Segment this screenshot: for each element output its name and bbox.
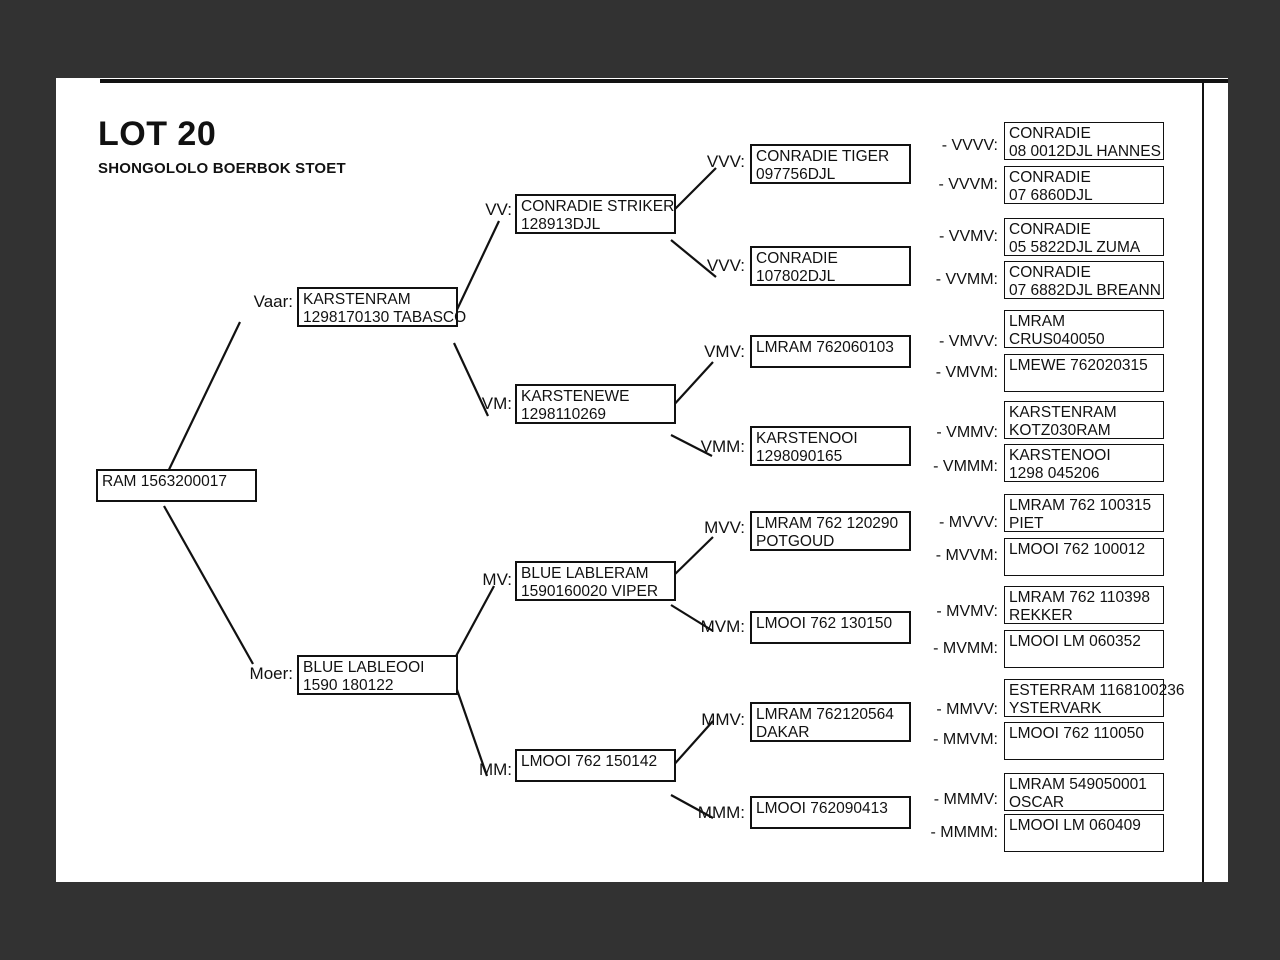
node-vvvm[interactable]: CONRADIE 07 6860DJL	[1004, 166, 1164, 204]
tag-mvm: MVM:	[700, 617, 745, 636]
node-mvmm[interactable]: LMOOI LM 060352	[1004, 630, 1164, 668]
node-mvmv[interactable]: LMRAM 762 110398 REKKER	[1004, 586, 1164, 624]
pedigree-page: LOT 20 SHONGOLOLO BOERBOK STOET RAM 1563…	[56, 78, 1228, 882]
node-mvv[interactable]: LMRAM 762 120290 POTGOUD	[750, 511, 911, 551]
node-root[interactable]: RAM 1563200017	[96, 469, 257, 502]
tag-vmmv: - VMMV:	[936, 424, 998, 441]
node-vvvv[interactable]: CONRADIE 08 0012DJL HANNES	[1004, 122, 1164, 160]
tag-vmvv: - VMVV:	[939, 333, 998, 350]
page-top-rule	[100, 79, 1228, 83]
node-vmmm[interactable]: KARSTENOOI 1298 045206	[1004, 444, 1164, 482]
node-mmvv[interactable]: ESTERRAM 1168100236 YSTERVARK	[1004, 679, 1184, 717]
node-mvvv[interactable]: LMRAM 762 100315 PIET	[1004, 494, 1164, 532]
tag-mvvm: - MVVM:	[935, 547, 998, 564]
node-mv[interactable]: BLUE LABLERAM 1590160020 VIPER	[515, 561, 676, 601]
node-mvm[interactable]: LMOOI 762 130150	[750, 611, 911, 644]
tag-mmmm: - MMMM:	[930, 824, 998, 841]
node-mm[interactable]: LMOOI 762 150142	[515, 749, 676, 782]
tag-mmmv: - MMMV:	[933, 791, 998, 808]
node-vvv[interactable]: CONRADIE TIGER 097756DJL	[750, 144, 911, 184]
tag-vmv: VMV:	[704, 342, 745, 361]
tag-vvv: VVV:	[706, 152, 745, 171]
tag-vv: VV:	[485, 200, 512, 219]
node-vmmv[interactable]: KARSTENRAM KOTZ030RAM	[1004, 401, 1164, 439]
node-vmv[interactable]: LMRAM 762060103	[750, 335, 911, 368]
tag-mvv: MVV:	[704, 518, 745, 537]
node-vmvv[interactable]: LMRAM CRUS040050	[1004, 310, 1164, 348]
tag-vvvv: - VVVV:	[941, 137, 998, 154]
node-vvmv[interactable]: CONRADIE 05 5822DJL ZUMA	[1004, 218, 1164, 256]
tag-mm: MM:	[478, 760, 512, 779]
node-sire[interactable]: KARSTENRAM 1298170130 TABASCO	[297, 287, 466, 327]
tag-mmm: MMM:	[697, 803, 745, 822]
tag-mvmv: - MVMV:	[936, 603, 998, 620]
tag-vvmv: - VVMV:	[939, 228, 998, 245]
node-dam[interactable]: BLUE LABLEOOI 1590 180122	[297, 655, 458, 695]
tag-vmmm: - VMMM:	[933, 458, 998, 475]
tag-mv: MV:	[482, 570, 512, 589]
tag-vmvm: - VMVM:	[935, 364, 998, 381]
tag-vvvm: - VVVM:	[938, 176, 998, 193]
tag-vvmm: - VVMM:	[935, 271, 998, 288]
node-vv[interactable]: CONRADIE STRIKER 128913DJL	[515, 194, 676, 234]
tag-mmvm: - MMVM:	[933, 731, 998, 748]
tag-mmvv: - MMVV:	[936, 701, 998, 718]
node-vvmm[interactable]: CONRADIE 07 6882DJL BREANN	[1004, 261, 1164, 299]
tag-mvvv: - MVVV:	[939, 514, 998, 531]
node-mmm[interactable]: LMOOI 762090413	[750, 796, 911, 829]
node-mmmm[interactable]: LMOOI LM 060409	[1004, 814, 1164, 852]
node-vmvm[interactable]: LMEWE 762020315	[1004, 354, 1164, 392]
node-vvm[interactable]: CONRADIE 107802DJL	[750, 246, 911, 286]
tag-vmm: VMM:	[700, 437, 745, 456]
node-mmv[interactable]: LMRAM 762120564 DAKAR	[750, 702, 911, 742]
tag-vvm: VVV:	[706, 256, 745, 275]
node-mmvm[interactable]: LMOOI 762 110050	[1004, 722, 1164, 760]
page-subtitle: SHONGOLOLO BOERBOK STOET	[98, 160, 346, 177]
tag-sire: Vaar:	[253, 292, 293, 311]
page-title: LOT 20	[98, 115, 217, 153]
tag-dam: Moer:	[249, 664, 293, 683]
tag-vm: VM:	[481, 394, 512, 413]
tag-mmv: MMV:	[701, 710, 745, 729]
tag-mvmm: - MVMM:	[933, 640, 998, 657]
page-right-margin-rule	[1202, 82, 1204, 882]
node-mvvm[interactable]: LMOOI 762 100012	[1004, 538, 1164, 576]
node-vm[interactable]: KARSTENEWE 1298110269	[515, 384, 676, 424]
node-mmmv[interactable]: LMRAM 549050001 OSCAR	[1004, 773, 1164, 811]
node-vmm[interactable]: KARSTENOOI 1298090165	[750, 426, 911, 466]
